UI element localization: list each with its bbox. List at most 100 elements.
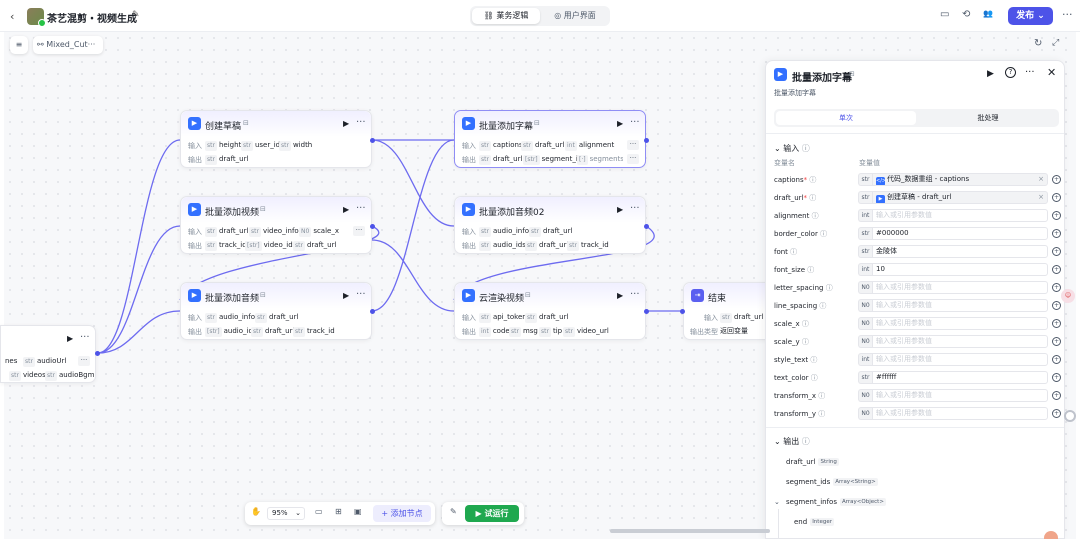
param-type-select[interactable]: str xyxy=(858,173,872,186)
hand-icon[interactable]: ✋ xyxy=(251,507,261,516)
tab-batch[interactable]: 批处理 xyxy=(977,114,999,122)
play-icon[interactable]: ▶ xyxy=(343,119,350,128)
output-section-header[interactable]: ⌄ 输出 ⓘ xyxy=(774,436,810,447)
param-value-input-captions[interactable]: </>代码_数据重组 - captions× xyxy=(872,173,1048,186)
input-section-header[interactable]: ⌄ 输入 ⓘ xyxy=(774,143,810,154)
workflow-name-tag[interactable]: ⚯ Mixed_Cut··· xyxy=(33,36,103,54)
add-reference-icon[interactable]: + xyxy=(1052,355,1061,364)
add-reference-icon[interactable]: + xyxy=(1052,301,1061,310)
play-icon[interactable]: ▶ xyxy=(67,334,74,343)
play-icon[interactable]: ▶ xyxy=(987,69,994,79)
param-type-select[interactable]: N0 xyxy=(858,389,872,402)
play-icon[interactable]: ▶ xyxy=(617,119,624,128)
output-port[interactable] xyxy=(370,224,375,229)
test-run-button[interactable]: ▶ 试运行 xyxy=(465,505,519,522)
publish-button[interactable]: 发布 ⌄ xyxy=(1008,7,1053,25)
param-value-input-scale-x[interactable]: 输入或引用参数值 xyxy=(872,317,1048,330)
play-icon[interactable]: ▶ xyxy=(343,291,350,300)
param-type-select[interactable]: N0 xyxy=(858,299,872,312)
more-icon[interactable]: ··· xyxy=(1062,8,1073,21)
debug-icon[interactable]: ✎ xyxy=(450,507,457,516)
add-reference-icon[interactable]: + xyxy=(1052,391,1061,400)
tab-single[interactable]: 单次 xyxy=(776,111,916,125)
output-port[interactable] xyxy=(644,138,649,143)
layout-icon[interactable]: ⊞ xyxy=(335,507,342,516)
input-port[interactable] xyxy=(680,309,685,314)
add-reference-icon[interactable]: + xyxy=(1052,193,1061,202)
play-icon[interactable]: ▶ xyxy=(617,205,624,214)
add-reference-icon[interactable]: + xyxy=(1052,283,1061,292)
param-value-input-draft-url[interactable]: ▶创建草稿 - draft_url× xyxy=(872,191,1048,204)
add-reference-icon[interactable]: + xyxy=(1052,373,1061,382)
edit-icon[interactable]: ✎ xyxy=(132,10,140,20)
param-type-select[interactable]: str xyxy=(858,227,872,240)
param-type-select[interactable]: N0 xyxy=(858,335,872,348)
param-type-select[interactable]: str xyxy=(858,371,872,384)
param-type-select[interactable]: N0 xyxy=(858,317,872,330)
horizontal-scrollbar[interactable] xyxy=(610,529,770,533)
close-icon[interactable]: ✕ xyxy=(1047,66,1057,79)
param-type-select[interactable]: int xyxy=(858,263,872,276)
param-type-select[interactable]: N0 xyxy=(858,407,872,420)
back-icon[interactable]: ‹ xyxy=(10,10,15,23)
history-icon[interactable]: ⟲ xyxy=(962,9,971,20)
add-reference-icon[interactable]: + xyxy=(1052,229,1061,238)
preview-icon[interactable]: ▭ xyxy=(940,9,950,20)
play-icon[interactable]: ▶ xyxy=(617,291,624,300)
output-port[interactable] xyxy=(95,351,100,356)
param-type-select[interactable]: str xyxy=(858,191,872,204)
add-node-button[interactable]: + 添加节点 xyxy=(373,505,431,522)
output-port[interactable] xyxy=(644,309,649,314)
assistant-avatar-icon[interactable]: ☺ xyxy=(1061,289,1075,303)
param-value-input-font-size[interactable]: 10 xyxy=(872,263,1048,276)
sidebar-toggle-icon[interactable]: ≡ xyxy=(10,36,28,54)
param-value-input-border-color[interactable]: #000000 xyxy=(872,227,1048,240)
more-icon[interactable]: ··· xyxy=(630,289,640,300)
add-reference-icon[interactable]: + xyxy=(1052,337,1061,346)
tab-business-logic[interactable]: ⛓ 業务逻辑 xyxy=(472,8,540,24)
param-type-select[interactable]: int xyxy=(858,353,872,366)
refresh-icon[interactable]: ↻ xyxy=(1034,38,1043,49)
tab-user-interface[interactable]: ◎ 用户界面 xyxy=(542,8,608,24)
zoom-select[interactable]: 95%⌄ xyxy=(267,507,305,520)
add-reference-icon[interactable]: + xyxy=(1052,211,1061,220)
more-icon[interactable]: ··· xyxy=(1025,67,1035,78)
more-icon[interactable]: ··· xyxy=(630,203,640,214)
add-reference-icon[interactable]: + xyxy=(1052,319,1061,328)
param-value-input-style-text[interactable]: 输入或引用参数值 xyxy=(872,353,1048,366)
add-reference-icon[interactable]: + xyxy=(1052,175,1061,184)
help-icon[interactable]: ? xyxy=(1005,67,1016,78)
more-icon[interactable]: ··· xyxy=(356,289,366,300)
param-type-select[interactable]: int xyxy=(858,209,872,222)
more-icon[interactable]: ··· xyxy=(80,332,90,343)
more-icon[interactable]: ··· xyxy=(630,117,640,128)
minimap-icon[interactable]: ▣ xyxy=(354,507,362,516)
param-value-input-line-spacing[interactable]: 输入或引用参数值 xyxy=(872,299,1048,312)
chevron-down-icon[interactable]: ⌄ xyxy=(774,498,780,506)
add-reference-icon[interactable]: + xyxy=(1052,247,1061,256)
scroll-handle-icon[interactable] xyxy=(1064,410,1076,422)
param-value-input-alignment[interactable]: 输入或引用参数值 xyxy=(872,209,1048,222)
more-icon[interactable]: ··· xyxy=(356,117,366,128)
output-port[interactable] xyxy=(370,309,375,314)
play-icon[interactable]: ▶ xyxy=(343,205,350,214)
param-type-select[interactable]: str xyxy=(858,245,872,258)
param-value-input-transform-x[interactable]: 输入或引用参数值 xyxy=(872,389,1048,402)
param-value-input-scale-y[interactable]: 输入或引用参数值 xyxy=(872,335,1048,348)
add-reference-icon[interactable]: + xyxy=(1052,409,1061,418)
more-icon[interactable]: ··· xyxy=(356,203,366,214)
param-value-input-text-color[interactable]: #ffffff xyxy=(872,371,1048,384)
add-reference-icon[interactable]: + xyxy=(1052,265,1061,274)
collaborators-icon[interactable]: 👥 xyxy=(983,9,993,18)
output-port[interactable] xyxy=(370,138,375,143)
expand-icon[interactable]: ⤢ xyxy=(1052,38,1060,48)
param-value-input-font[interactable]: 金陵体 xyxy=(872,245,1048,258)
